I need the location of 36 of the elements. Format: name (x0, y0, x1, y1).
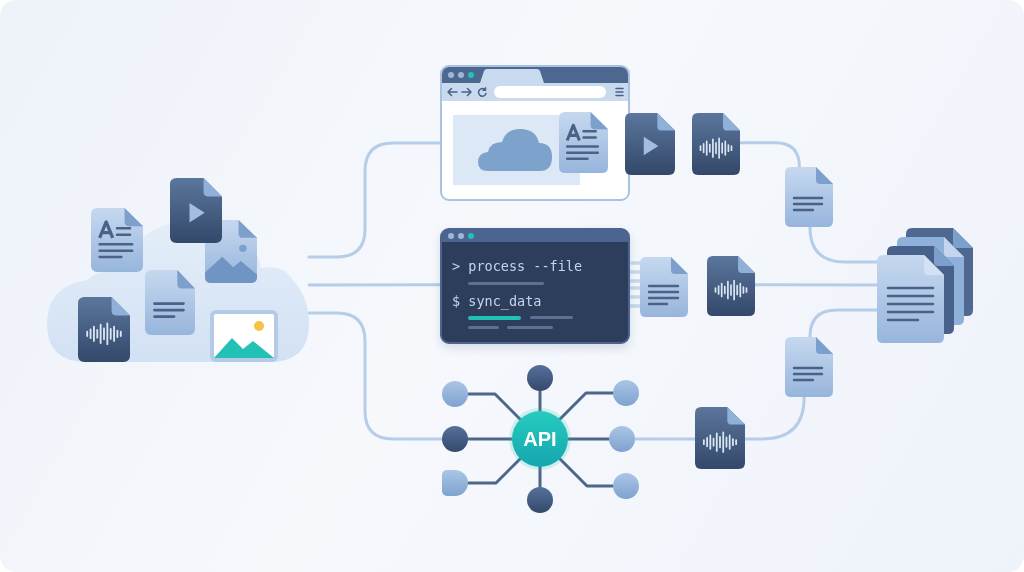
spoke-line (466, 392, 522, 421)
connector-line (307, 283, 442, 287)
endpoint-node (527, 365, 553, 391)
connector-line (808, 308, 879, 339)
connector-line (633, 437, 697, 441)
command-text: $ sync_data (452, 292, 542, 310)
endpoint-node (613, 473, 639, 499)
spoke-line (466, 457, 522, 485)
spoke-line (538, 465, 542, 489)
connector-line (307, 311, 444, 441)
spoke-line (558, 457, 615, 488)
spoke-line (566, 437, 611, 441)
endpoint-node (527, 487, 553, 513)
endpoint-node (609, 426, 635, 452)
text-document-icon (559, 112, 608, 173)
audio-file-icon (692, 113, 740, 175)
document-icon (640, 257, 688, 317)
endpoint-tab (442, 470, 468, 496)
terminal-window (440, 228, 630, 344)
connector-line (808, 225, 879, 264)
video-file-icon (625, 113, 675, 175)
api-hub: API (512, 411, 568, 467)
endpoint-node (442, 426, 468, 452)
command-text: > process --file (452, 257, 583, 275)
connector-line (307, 141, 442, 259)
document-stack-icon (877, 228, 973, 343)
spoke-line (466, 437, 514, 441)
document-icon (785, 167, 833, 227)
audio-file-icon (695, 407, 745, 469)
spoke-line (538, 389, 542, 413)
endpoint-node (442, 381, 468, 407)
browser-window (440, 65, 630, 201)
audio-file-icon (707, 256, 755, 316)
document-icon (785, 337, 833, 397)
spoke-line (558, 391, 615, 421)
endpoint-node (613, 380, 639, 406)
